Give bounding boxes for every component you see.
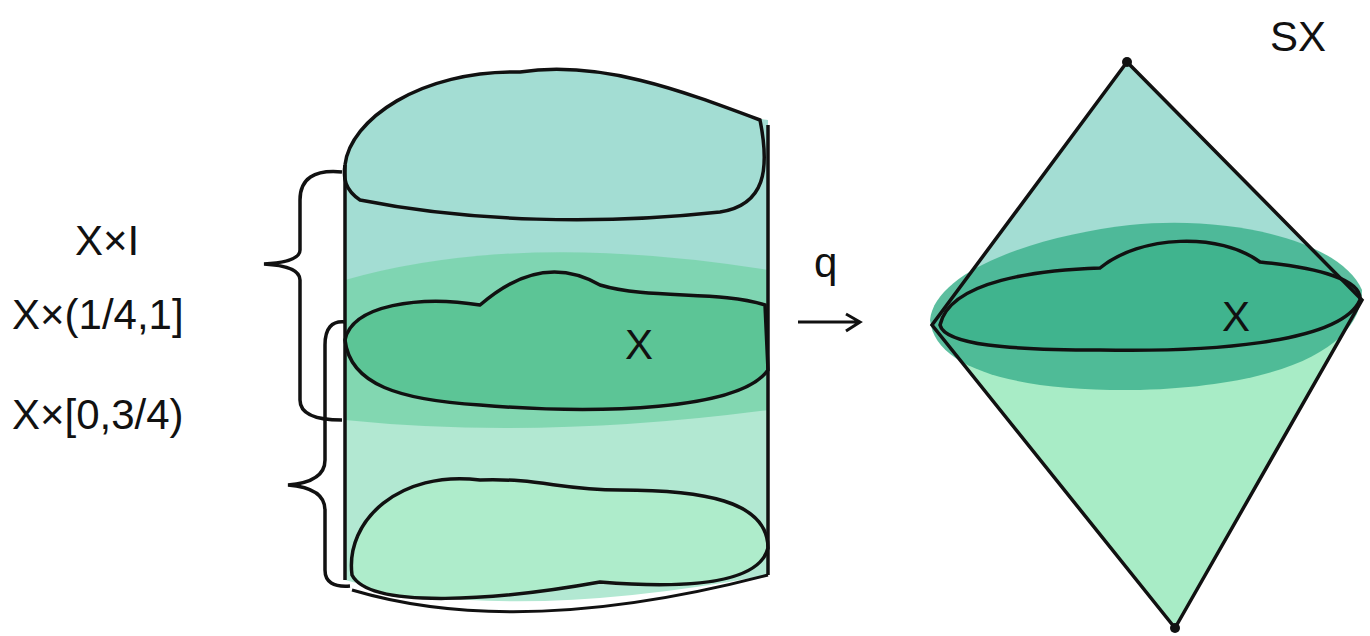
space-label: X×(1/4,1]	[12, 292, 184, 338]
suspension-slice	[940, 241, 1360, 350]
map-arrow	[798, 314, 860, 331]
space-label: X	[1222, 294, 1250, 340]
middle-band	[345, 252, 768, 428]
suspension-outline	[932, 62, 1362, 628]
space-label: SX	[1270, 14, 1326, 60]
space-label: X	[625, 322, 653, 368]
suspension-band	[930, 223, 1362, 390]
bracket	[288, 322, 350, 586]
map-label: q	[814, 240, 837, 286]
bracket	[264, 172, 342, 420]
middle-slice	[345, 272, 768, 409]
space-label: X×I	[75, 218, 139, 264]
space-label: X×[0,3/4)	[12, 392, 184, 438]
bottom-slice	[351, 479, 768, 599]
top-slice	[344, 69, 764, 219]
